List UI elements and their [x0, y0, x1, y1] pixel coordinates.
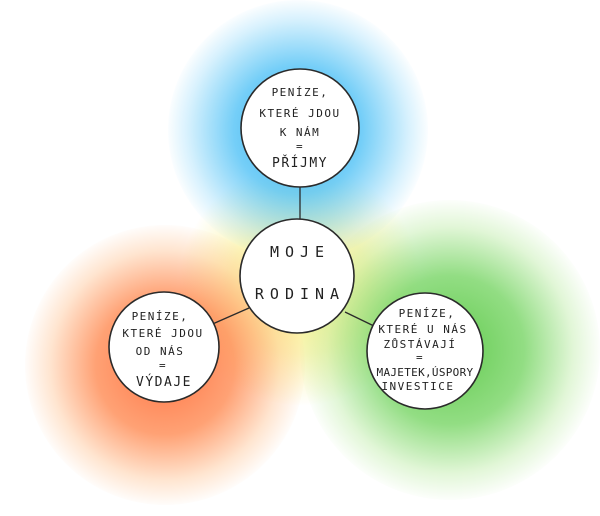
- expenses-line-4: =: [159, 359, 167, 372]
- assets-line-1: PENÍZE,: [399, 307, 456, 320]
- income-line-3: K NÁM: [280, 126, 321, 139]
- connector-assets: [344, 311, 377, 328]
- expenses-node: PENÍZE, KTERÉ JDOU OD NÁS = VÝDAJE: [108, 291, 220, 403]
- assets-line-5: MAJETEK,ÚSPORY: [377, 366, 474, 379]
- assets-circle: [366, 292, 484, 410]
- income-line-4: =: [296, 140, 304, 153]
- assets-line-3: ZŮSTÁVAJÍ: [383, 338, 456, 351]
- center-line-1: MOJE: [270, 243, 330, 261]
- center-node: MOJE RODINA: [239, 218, 355, 334]
- assets-line-4: =: [416, 351, 424, 364]
- expenses-line-1: PENÍZE,: [132, 310, 189, 323]
- expenses-line-2: KTERÉ JDOU: [122, 327, 203, 340]
- assets-line-2: KTERÉ U NÁS: [378, 323, 467, 336]
- income-circle: [240, 68, 360, 188]
- income-line-2: KTERÉ JDOU: [259, 107, 340, 120]
- income-node: PENÍZE, KTERÉ JDOU K NÁM = PŘÍJMY: [240, 68, 360, 188]
- assets-node: PENÍZE, KTERÉ U NÁS ZŮSTÁVAJÍ = MAJETEK,…: [366, 292, 484, 410]
- center-circle: [239, 218, 355, 334]
- assets-line-6: INVESTICE: [381, 380, 454, 393]
- income-line-1: PENÍZE,: [272, 86, 329, 99]
- expenses-line-3: OD NÁS: [136, 345, 185, 358]
- expenses-circle: [108, 291, 220, 403]
- income-line-5: PŘÍJMY: [272, 155, 328, 171]
- center-line-2: RODINA: [255, 285, 345, 303]
- connector-expenses: [207, 307, 250, 327]
- expenses-line-5: VÝDAJE: [136, 374, 192, 390]
